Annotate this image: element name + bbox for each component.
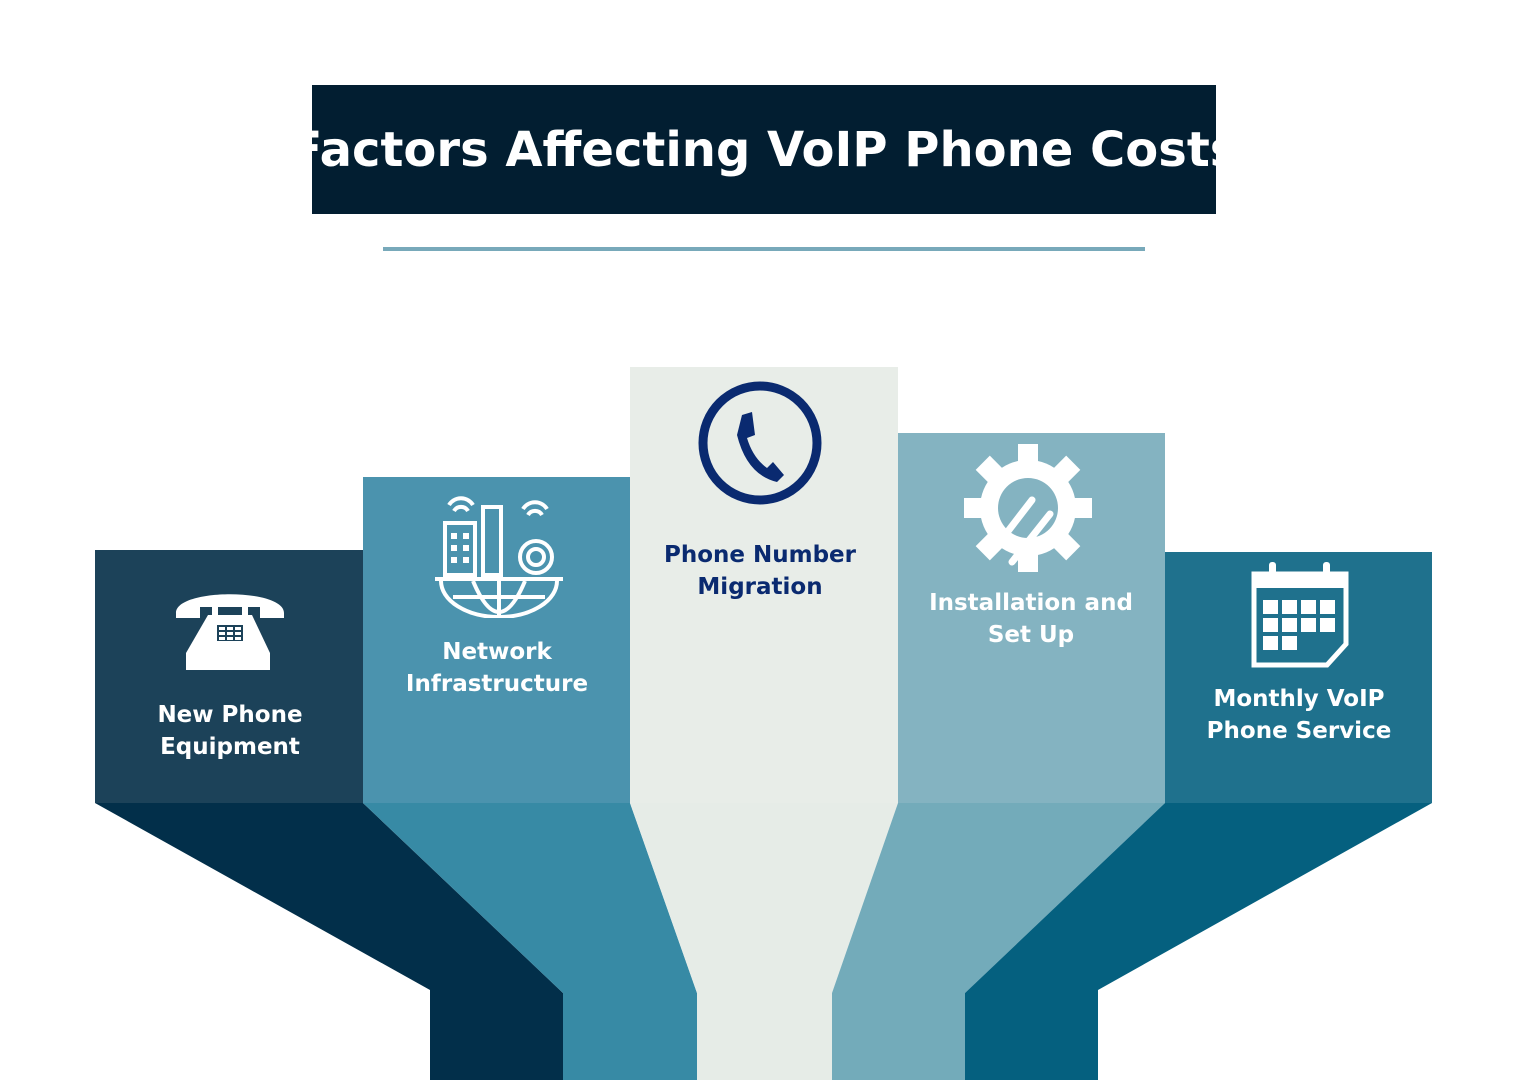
label-line: Infrastructure [405, 671, 589, 697]
label-line: Installation and [929, 590, 1133, 616]
title-divider [383, 247, 1145, 251]
network-city-icon [435, 496, 563, 618]
label-line: Set Up [987, 622, 1075, 648]
label-monthly-service: Monthly VoIP Phone Service [1165, 683, 1433, 747]
label-phone-number-migration: Phone Number Migration [626, 539, 894, 603]
column-monthly-service [1165, 552, 1432, 803]
label-line: Phone Number [663, 542, 856, 568]
calendar-icon [1251, 562, 1349, 668]
label-line: New Phone [157, 702, 303, 728]
label-line: Migration [697, 574, 823, 600]
funnel-stream-2 [363, 803, 697, 1080]
phone-circle-icon [698, 381, 822, 505]
funnel-stream-3 [630, 803, 898, 1080]
column-network-infrastructure [363, 477, 630, 803]
label-installation-setup: Installation and Set Up [897, 587, 1165, 651]
label-line: Network [442, 639, 552, 665]
column-phone-number-migration [630, 367, 898, 803]
label-new-phone-equipment: New Phone Equipment [96, 699, 364, 763]
title-banner: Factors Affecting VoIP Phone Costs [290, 85, 1238, 214]
label-line: Equipment [160, 734, 300, 760]
label-network-infrastructure: Network Infrastructure [363, 636, 631, 700]
column-new-phone-equipment [95, 550, 363, 803]
telephone-icon [176, 594, 284, 670]
label-line: Phone Service [1206, 718, 1392, 744]
funnel-stream-5 [965, 803, 1432, 1080]
funnel-stream-1 [95, 803, 563, 1080]
page-title: Factors Affecting VoIP Phone Costs [289, 121, 1239, 178]
funnel-stream-4 [832, 803, 1165, 1080]
gear-tools-icon [964, 444, 1092, 572]
label-line: Monthly VoIP [1213, 686, 1385, 712]
